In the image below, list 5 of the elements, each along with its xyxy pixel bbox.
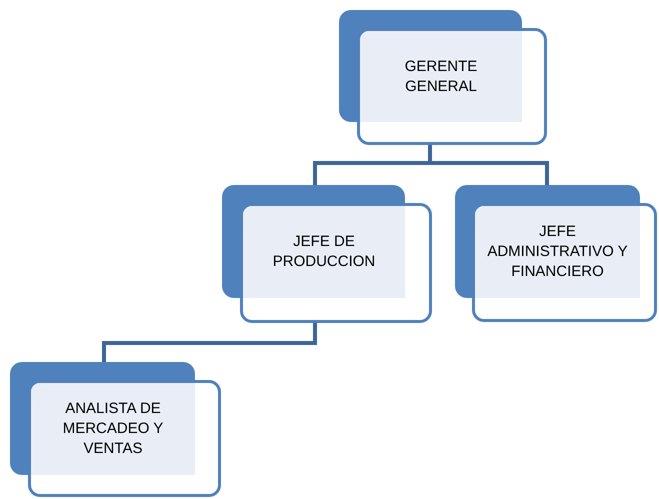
connector-line [102,323,317,362]
position-title: JEFE DE PRODUCCION [272,232,376,272]
position-title: JEFE ADMINISTRATIVO Y FINANCIERO [486,222,629,282]
position-title: ANALISTA DE MERCADEO Y VENTAS [62,399,164,459]
position-title: GERENTE GENERAL [404,56,478,96]
